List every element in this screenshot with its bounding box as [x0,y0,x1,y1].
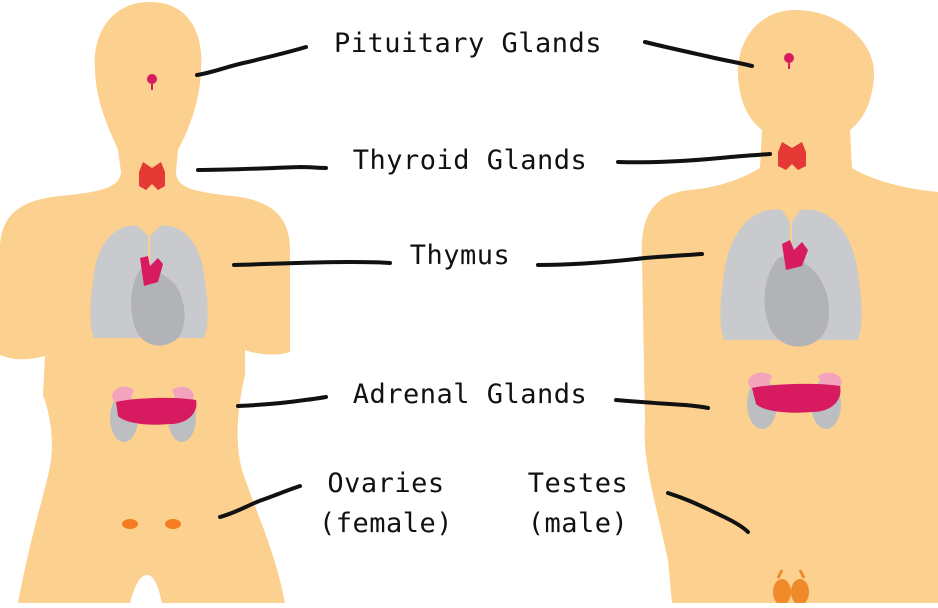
leader-thyroid-left [198,167,326,170]
label-adrenal-glands: Adrenal Glands [353,379,588,411]
male-pancreas [752,384,840,413]
label-testes-note: (male) [528,508,629,540]
label-testes: Testes [528,468,629,500]
label-ovaries-note: (female) [319,508,453,540]
leader-pituitary-left [197,47,306,75]
leader-thymus-left [234,262,390,265]
male-pituitary-stalk [788,63,790,69]
female-pancreas [116,398,196,425]
female-pituitary-stalk [151,84,153,90]
female-left-ovary [122,519,138,529]
female-right-ovary [165,519,181,529]
label-pituitary-glands: Pituitary Glands [334,28,602,60]
leader-adrenal-left [238,397,326,406]
label-thymus: Thymus [410,240,511,272]
female-pituitary [147,74,157,84]
leader-thyroid-right [618,154,770,162]
male-pituitary [784,53,794,63]
male-figure [642,10,938,603]
label-ovaries: Ovaries [327,468,444,500]
female-figure [0,2,290,603]
leader-pituitary-right [645,42,752,66]
label-thyroid-glands: Thyroid Glands [353,145,588,177]
